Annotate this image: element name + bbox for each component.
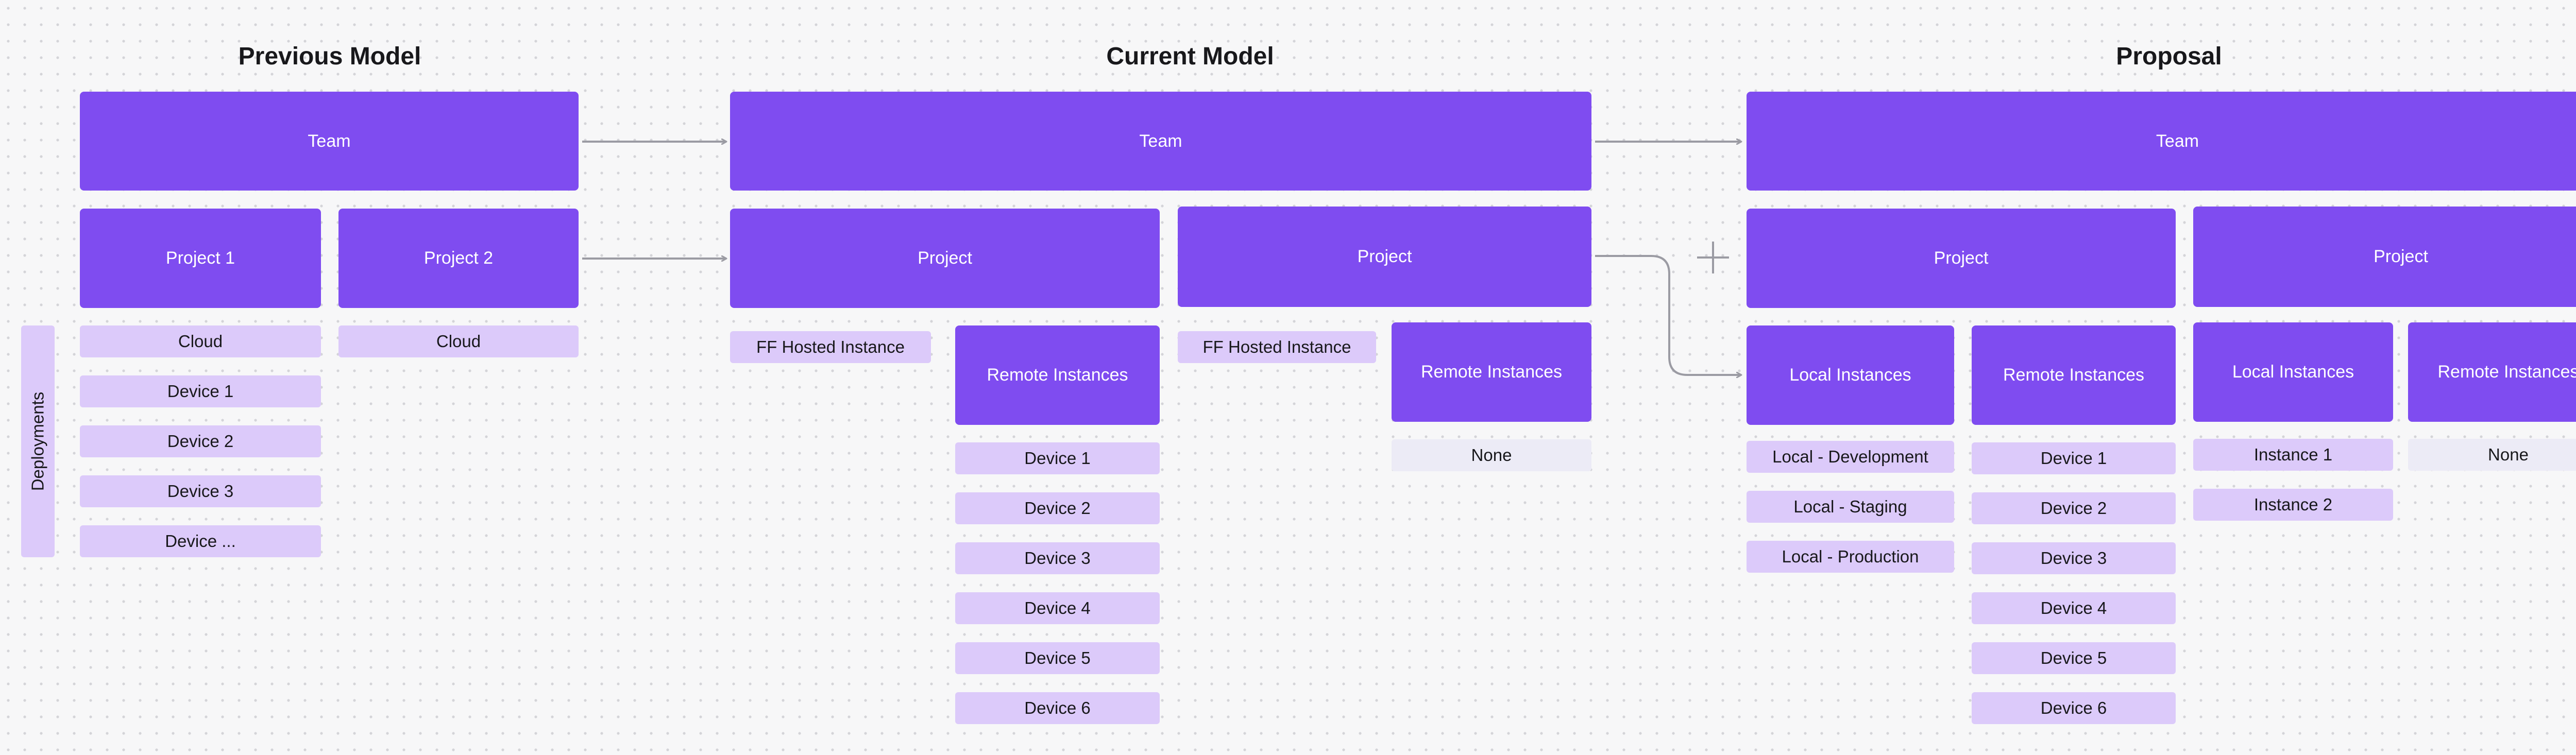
deployments-label: Deployments [21, 325, 55, 557]
proposal-remote-instances-box: Remote Instances [2408, 322, 2576, 422]
heading-current-model: Current Model [1106, 43, 1274, 70]
current-team-box: Team [730, 92, 1591, 191]
previous-project-1-deployment: Device 1 [80, 375, 321, 407]
proposal-local-instances-box: Local Instances [1747, 325, 1954, 425]
current-remote-device: Device 1 [955, 442, 1160, 474]
proposal-local-instances-box: Local Instances [2193, 322, 2393, 422]
current-project-box: Project [1178, 207, 1591, 307]
previous-team-box: Team [80, 92, 579, 191]
current-ff-hosted-instance: FF Hosted Instance [730, 331, 931, 363]
proposal-remote-device: Device 6 [1972, 692, 2176, 724]
proposal-local-instance: Local - Staging [1747, 491, 1954, 523]
previous-project-2-box: Project 2 [338, 209, 579, 308]
previous-project-1-deployment: Device ... [80, 525, 321, 557]
previous-project-1-deployment: Device 2 [80, 425, 321, 457]
proposal-remote-none: None [2408, 439, 2576, 471]
heading-proposal: Proposal [2116, 43, 2222, 70]
proposal-local-instance: Local - Development [1747, 441, 1954, 473]
proposal-remote-device: Device 3 [1972, 542, 2176, 574]
current-remote-device: Device 3 [955, 542, 1160, 574]
plus-icon [1697, 242, 1729, 273]
proposal-local-instance: Instance 2 [2193, 489, 2393, 521]
current-remote-device: Device 4 [955, 592, 1160, 624]
proposal-remote-instances-box: Remote Instances [1972, 325, 2176, 425]
previous-project-2-deployment: Cloud [338, 325, 579, 357]
proposal-remote-device: Device 5 [1972, 642, 2176, 674]
proposal-remote-device: Device 2 [1972, 492, 2176, 524]
proposal-remote-device: Device 1 [1972, 442, 2176, 474]
previous-project-1-box: Project 1 [80, 209, 321, 308]
proposal-local-instance: Instance 1 [2193, 439, 2393, 471]
proposal-project-box: Project [1747, 209, 2176, 308]
heading-previous-model: Previous Model [238, 43, 421, 70]
deployments-label-text: Deployments [28, 391, 47, 491]
current-project-box: Project [730, 209, 1160, 308]
current-remote-device: Device 6 [955, 692, 1160, 724]
proposal-local-instance: Local - Production [1747, 541, 1954, 573]
proposal-remote-device: Device 4 [1972, 592, 2176, 624]
current-remote-instances-box: Remote Instances [955, 325, 1160, 425]
previous-project-1-deployment: Device 3 [80, 475, 321, 507]
proposal-team-box: Team [1747, 92, 2576, 191]
current-remote-device: Device 5 [955, 642, 1160, 674]
current-remote-instances-box: Remote Instances [1392, 322, 1591, 422]
current-ff-hosted-instance: FF Hosted Instance [1178, 331, 1376, 363]
current-remote-none: None [1392, 439, 1591, 471]
current-remote-device: Device 2 [955, 492, 1160, 524]
previous-project-1-deployment: Cloud [80, 325, 321, 357]
arrow-project-to-local-instances [1595, 255, 1741, 375]
proposal-project-box: Project [2193, 207, 2576, 307]
